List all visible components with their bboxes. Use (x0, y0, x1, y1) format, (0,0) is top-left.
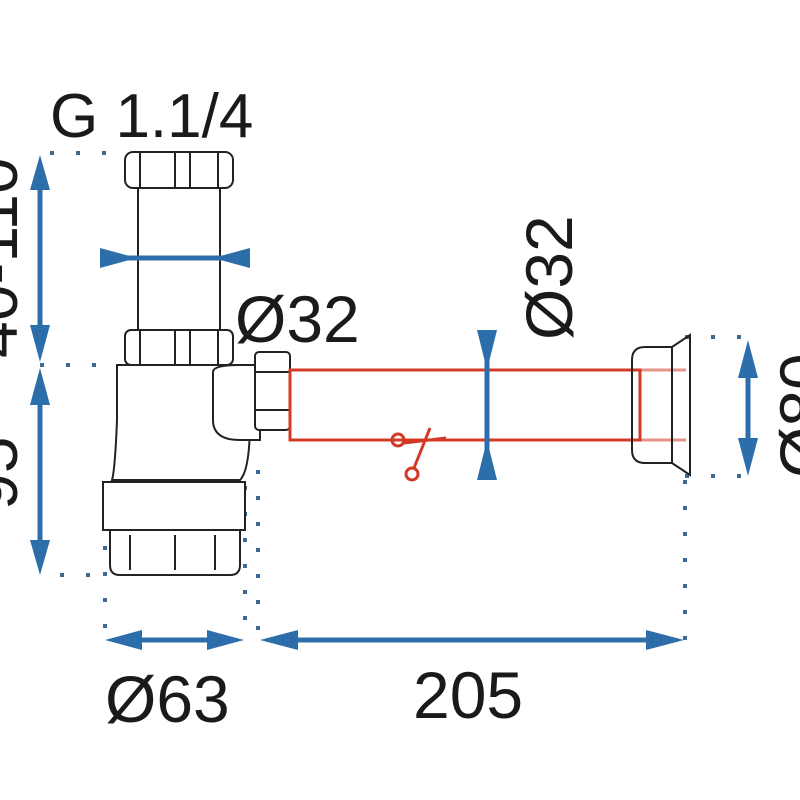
scissors-icon (390, 427, 447, 482)
wall-flange (631, 333, 691, 477)
bottle-diameter-label: Ø63 (105, 662, 230, 736)
cut-pipe (288, 368, 686, 442)
lower-height-label: 95 (0, 437, 31, 510)
thread-label: G 1.1/4 (50, 82, 253, 151)
dimension-arrows (30, 155, 758, 650)
wall-flange-diameter-label: Ø80 (766, 353, 800, 478)
upper-height-label: 40-110 (0, 157, 31, 358)
inlet-diameter-label: Ø32 (235, 282, 360, 356)
length-label: 205 (413, 658, 523, 732)
pipe-diameter-label: Ø32 (512, 215, 586, 340)
siphon-body (102, 151, 291, 576)
